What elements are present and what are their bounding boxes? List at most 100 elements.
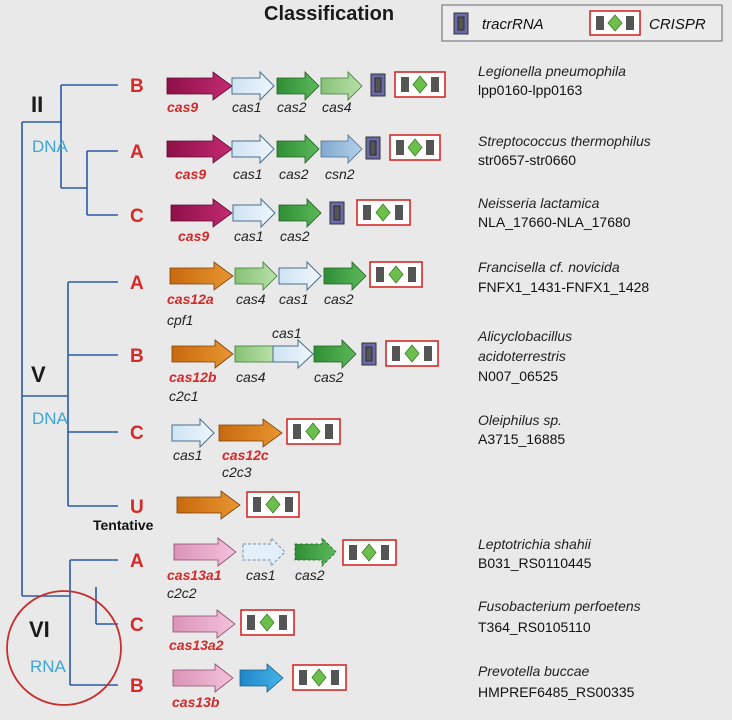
gene-label: cas4 (236, 369, 266, 385)
locus-id: HMPREF6485_RS00335 (478, 684, 635, 700)
crispr-array (356, 199, 411, 226)
subtype-ii-b: B (130, 76, 144, 97)
organism-name: Prevotella buccae (478, 663, 590, 679)
cas2-gene-arrow (276, 71, 320, 101)
cas1-gene-arrow (231, 133, 275, 165)
gene-label: cas1 (234, 228, 264, 244)
gene-label: cas2 (280, 228, 310, 244)
locus-id: FNFX1_1431-FNFX1_1428 (478, 279, 649, 295)
effector-label: cas9 (167, 99, 198, 115)
crispr-array (385, 340, 439, 367)
effector-label: cas13b (172, 694, 220, 710)
gene-label: csn2 (325, 166, 355, 182)
crispr-array (292, 664, 347, 691)
type-vi-highlight-circle (6, 590, 122, 706)
gene-label: cas1 (233, 166, 263, 182)
cas2-gene-arrow (278, 198, 322, 228)
tracrrna-element (361, 342, 377, 366)
organism-name: Oleiphilus sp. (478, 412, 562, 428)
effector-label: cas13a1 (167, 567, 222, 583)
gene-label: cas1 (232, 99, 262, 115)
crispr-array (342, 539, 397, 566)
classification-tree (6, 84, 122, 706)
gene-label: cas1 (246, 567, 276, 583)
effector-label: cas13a2 (169, 637, 224, 653)
cas12c-gene-arrow (218, 418, 283, 448)
locus-row-ii-c: cas9 cas1 cas2 Neisseria lactamica NLA_1… (170, 195, 631, 244)
organism-name: Fusobacterium perfoetens (478, 598, 641, 614)
locus-row-v-a: cas12a cpf1 cas4 cas1 cas2 Francisella c… (167, 259, 649, 328)
accessory-gene-arrow (239, 663, 284, 693)
subtype-v-u: U (130, 497, 144, 518)
locus-row-v-u (176, 490, 300, 520)
gene-label: cas1 (279, 291, 309, 307)
tracrrna-legend-icon (453, 12, 469, 35)
locus-row-vi-c: cas13a2 Fusobacterium perfoetens T364_RS… (169, 598, 641, 653)
gene-label: cas1 (173, 447, 203, 463)
cas4-gene-arrow (234, 261, 278, 291)
organism-name: Leptotrichia shahii (478, 536, 592, 552)
cas1-gene-arrow (231, 70, 275, 102)
type-ii-label: II (31, 92, 43, 117)
locus-row-ii-b: cas9 cas1 cas2 cas4 Legionella pneumophi… (166, 63, 626, 115)
gene-label: cas2 (277, 99, 307, 115)
locus-row-v-c: cas1 cas12c c2c3 Oleiphilus sp. A3715_16… (171, 412, 565, 480)
cas9-gene-arrow (166, 71, 233, 101)
subtype-ii-a: A (130, 142, 144, 163)
locus-id: N007_06525 (478, 368, 558, 384)
gene-label: cas2 (295, 567, 325, 583)
cas13a2-gene-arrow (172, 609, 236, 639)
csn2-gene-arrow (320, 134, 363, 164)
locus-row-vi-b: cas13b Prevotella buccae HMPREF6485_RS00… (172, 663, 635, 710)
effector-label: cas9 (178, 228, 209, 244)
cas1-gene-arrow (232, 197, 276, 229)
cas2-gene-arrow-dashed (294, 537, 337, 567)
locus-id: A3715_16885 (478, 431, 565, 447)
crispr-array (246, 491, 300, 518)
tracrrna-element (370, 73, 386, 97)
cas2-gene-arrow (323, 261, 367, 291)
locus-id: lpp0160-lpp0163 (478, 82, 583, 98)
effector-alias: cpf1 (167, 312, 193, 328)
gene-label: cas2 (314, 369, 344, 385)
cas12a-gene-arrow (169, 261, 234, 291)
cas9-gene-arrow (170, 198, 233, 228)
type-v-molecule: DNA (32, 409, 69, 428)
gene-label: cas2 (279, 166, 309, 182)
organism-name: Legionella pneumophila (478, 63, 626, 79)
cas12b-gene-arrow (171, 339, 234, 369)
legend: tracrRNA CRISPR (441, 4, 723, 42)
type-vi-molecule: RNA (30, 657, 67, 676)
cas1-gene-arrow-dashed (242, 536, 286, 568)
effector-label: cas9 (175, 166, 206, 182)
cas12-effector-gene-arrow (176, 490, 241, 520)
crispr-array (240, 609, 295, 636)
organism-name: Streptococcus thermophilus (478, 133, 651, 149)
tentative-label: Tentative (93, 517, 154, 533)
locus-row-v-b: cas1 cas12b c2c1 cas4 cas2 Alicyclobacil… (169, 325, 572, 404)
cas9-gene-arrow (166, 134, 233, 164)
organism-name-line1: Alicyclobacillus (477, 328, 572, 344)
type-v-label: V (31, 362, 46, 387)
locus-id: NLA_17660-NLA_17680 (478, 214, 631, 230)
effector-label: cas12c (222, 447, 269, 463)
gene-label: cas4 (236, 291, 266, 307)
subtype-vi-c: C (130, 615, 144, 636)
subtype-v-a: A (130, 273, 144, 294)
organism-name-line2: acidoterrestris (478, 348, 566, 364)
gene-label: cas1 (272, 325, 302, 341)
crispr-array (394, 71, 446, 98)
gene-label: cas4 (322, 99, 352, 115)
subtype-ii-c: C (130, 206, 144, 227)
locus-id: T364_RS0105110 (478, 619, 591, 635)
crispr-legend-icon (589, 10, 641, 36)
tracrrna-element (365, 136, 381, 160)
type-ii-molecule: DNA (32, 137, 69, 156)
gene-label: cas2 (324, 291, 354, 307)
locus-row-vi-a: cas13a1 c2c2 cas1 cas2 Leptotrichia shah… (167, 536, 592, 601)
effector-alias: c2c2 (167, 585, 197, 601)
effector-alias: c2c1 (169, 388, 199, 404)
crispr-legend-label: CRISPR (649, 16, 706, 33)
cas1-gene-arrow (278, 260, 322, 292)
